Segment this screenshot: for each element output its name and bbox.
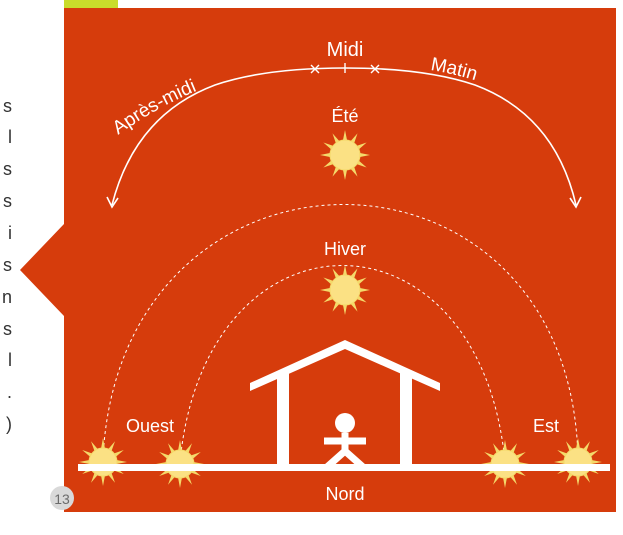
accent-bar	[64, 0, 118, 8]
margin-char: l	[8, 350, 12, 370]
ete-label: Été	[331, 106, 358, 126]
margin-char: i	[8, 223, 12, 243]
ground-line	[78, 464, 610, 471]
summer-sun-path	[102, 204, 579, 459]
margin-char: s	[3, 319, 12, 339]
ouest-label: Ouest	[126, 416, 174, 436]
page-number: 13	[54, 491, 70, 507]
person-icon	[324, 413, 366, 470]
house-icon	[250, 340, 440, 466]
midi-ticks	[310, 63, 380, 74]
margin-char: .	[7, 382, 12, 402]
margin-char: l	[8, 127, 12, 147]
est-label: Est	[533, 416, 559, 436]
arrow-head-right-icon	[569, 196, 582, 209]
nord-label: Nord	[325, 484, 364, 504]
arrow-head-left-icon	[106, 196, 119, 209]
midi-label: Midi	[327, 39, 364, 61]
page-number-badge	[50, 486, 74, 510]
hiver-label: Hiver	[324, 239, 366, 259]
margin-char: n	[2, 287, 12, 307]
margin-char: s	[3, 159, 12, 179]
diagram-panel	[20, 8, 616, 512]
margin-char: s	[3, 255, 12, 275]
margin-char: s	[3, 96, 12, 116]
sun-icon	[320, 130, 370, 180]
margin-char: )	[6, 414, 12, 434]
sun-icon	[320, 265, 370, 315]
margin-char: s	[3, 191, 12, 211]
